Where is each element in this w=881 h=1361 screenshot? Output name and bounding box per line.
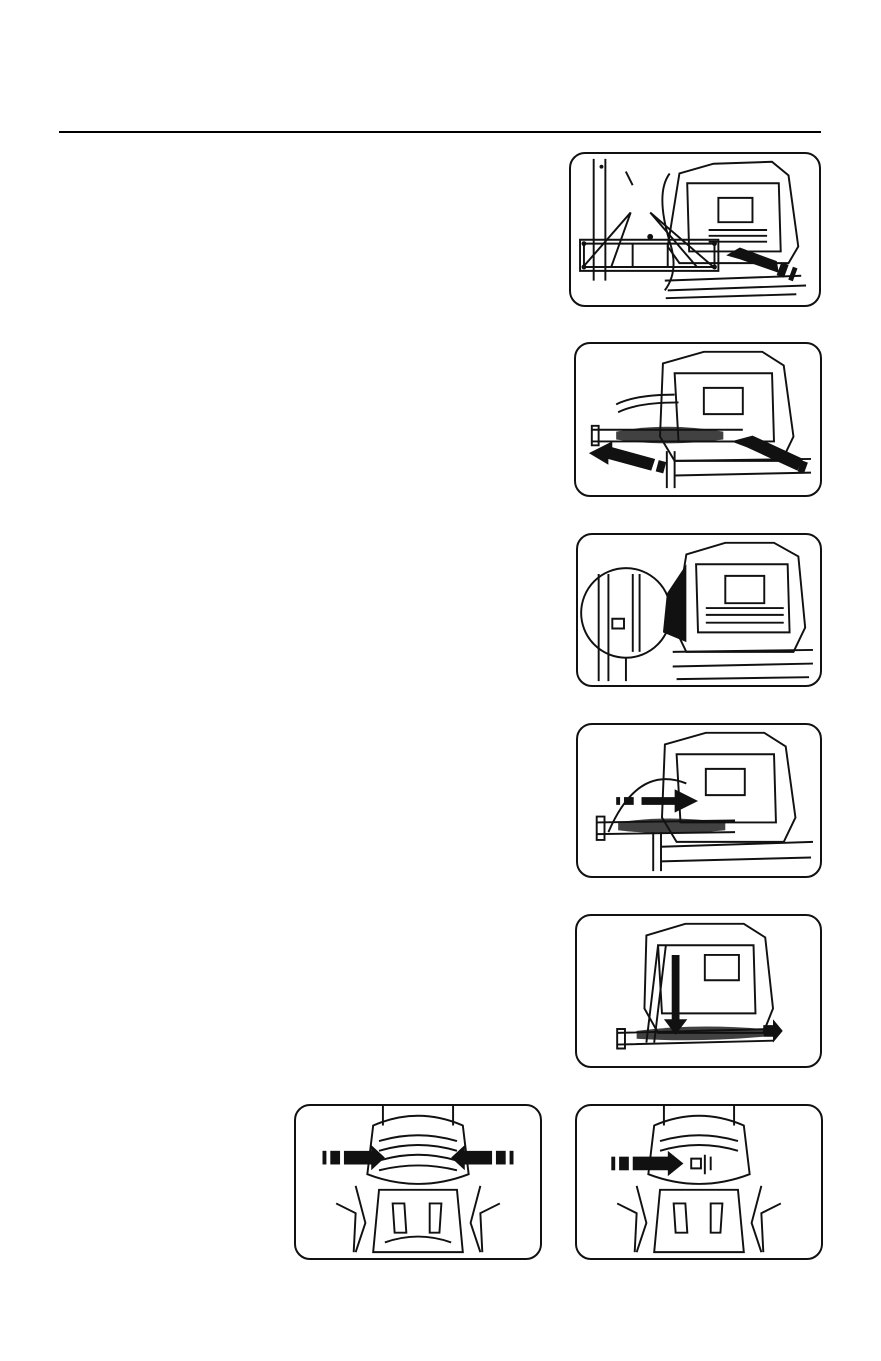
arrow-icon: [763, 1019, 782, 1042]
arrow-icon: [451, 1145, 492, 1170]
figure-4-illustration: [578, 725, 820, 876]
figure-1-panel: [569, 152, 821, 307]
figure-7-panel: [575, 1104, 823, 1260]
figure-7-illustration: [577, 1106, 821, 1258]
arrow-icon: [633, 1151, 684, 1176]
figure-5-illustration: [577, 916, 820, 1066]
figure-6-panel: [294, 1104, 542, 1260]
figure-2-panel: [574, 342, 822, 497]
figure-1-illustration: [571, 154, 819, 305]
header-rule: [59, 131, 821, 133]
figure-5-panel: [575, 914, 822, 1068]
figure-6-illustration: [296, 1106, 540, 1258]
arrow-icon: [344, 1145, 385, 1170]
figure-4-panel: [576, 723, 822, 878]
arrow-icon: [664, 955, 687, 1035]
figure-2-illustration: [576, 344, 820, 495]
figure-3-panel: [576, 533, 822, 687]
magnifier-icon: [581, 568, 671, 658]
arrow-icon: [642, 789, 699, 812]
figure-3-illustration: [578, 535, 820, 685]
